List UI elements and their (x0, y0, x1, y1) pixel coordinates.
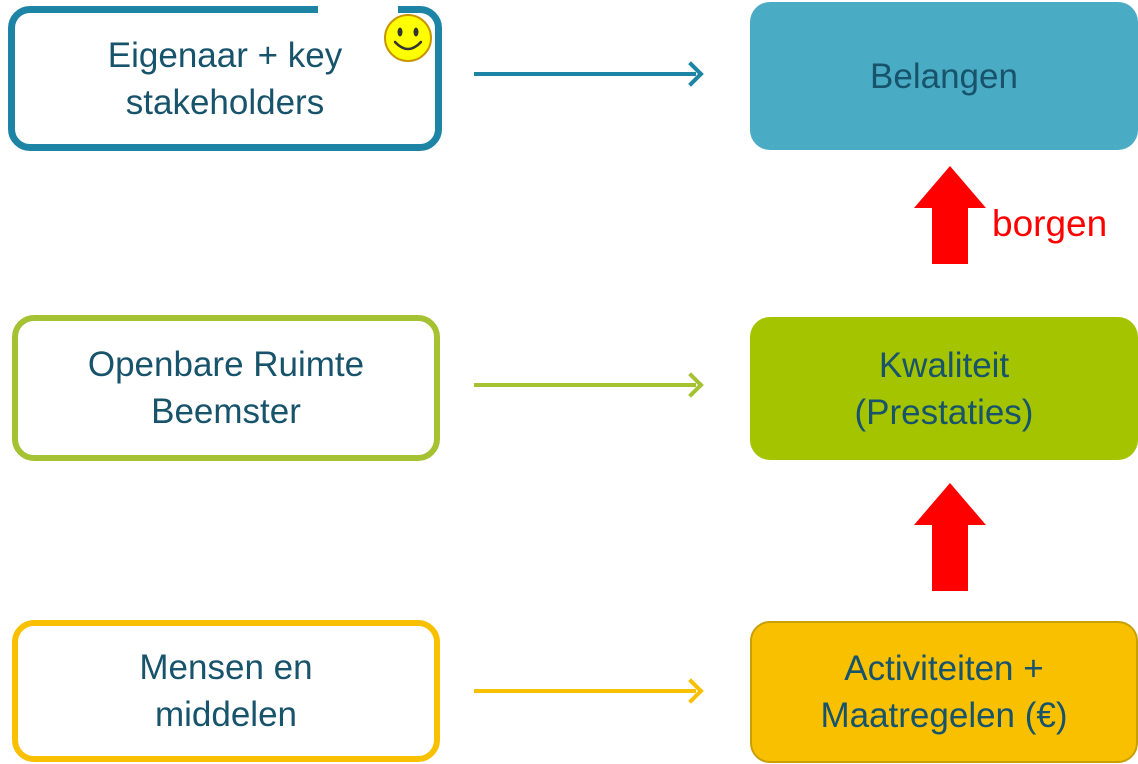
left-box-resources-label: Mensen en middelen (139, 648, 313, 734)
arrowhead-right-icon (678, 372, 704, 398)
arrowhead-right-icon (678, 678, 704, 704)
left-box-public-space: Openbare Ruimte Beemster (12, 315, 440, 461)
right-box-interests-label: Belangen (870, 56, 1018, 96)
up-arrow-icon (914, 166, 986, 264)
left-box-owner: Eigenaar + key stakeholders (8, 6, 442, 151)
arrowhead-right-icon (678, 61, 704, 87)
box-border-gap (318, 0, 398, 14)
up-arrow-label: borgen (992, 203, 1108, 244)
connector-line-middle (474, 383, 696, 387)
right-box-activities: Activiteiten + Maatregelen (€) (750, 621, 1138, 763)
left-box-resources: Mensen en middelen (12, 620, 440, 762)
left-box-public-space-label: Openbare Ruimte Beemster (87, 345, 365, 431)
connector-line-bottom (474, 689, 696, 693)
right-box-interests: Belangen (750, 2, 1138, 150)
connector-line-top (474, 72, 696, 76)
right-box-quality: Kwaliteit (Prestaties) (750, 317, 1138, 460)
smiley-icon (384, 14, 432, 62)
up-arrow-icon (914, 483, 986, 591)
right-box-quality-label: Kwaliteit (Prestaties) (854, 345, 1034, 432)
right-box-activities-label: Activiteiten + Maatregelen (€) (820, 649, 1068, 735)
left-box-owner-label: Eigenaar + key stakeholders (107, 35, 343, 122)
